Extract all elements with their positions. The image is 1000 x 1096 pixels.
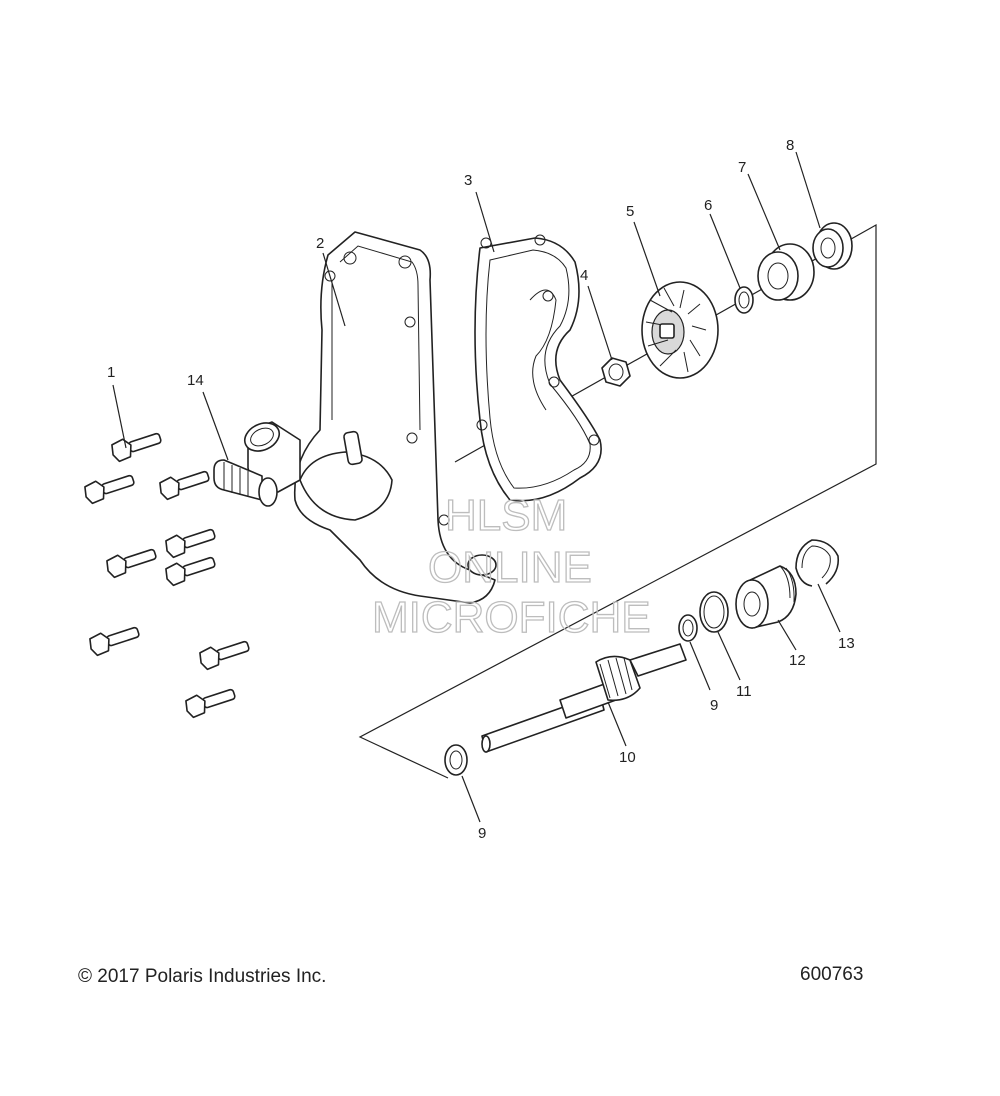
leader-12 [777,619,797,651]
leader-2 [322,252,346,327]
callout-13: 13 [838,635,855,652]
leader-9-upper [689,641,711,691]
washer-part-9-lower [444,744,468,776]
seal-part-8 [812,222,853,270]
leader-11 [717,631,741,681]
callout-12: 12 [789,652,806,669]
leader-4 [587,285,613,361]
shaft-part-10 [481,643,687,753]
watermark: HLSM ONLINE MICROFICHE [371,490,651,642]
nut-part-4 [601,357,631,387]
watermark-line-3: MICROFICHE [372,593,651,642]
bolts-part-1 [84,432,250,719]
hose-fitting-part-14 [213,459,278,507]
leader-9-lower [461,775,481,823]
leader-14 [202,391,229,461]
leader-7 [747,173,781,251]
leader-6 [709,213,741,289]
bushing-part-12 [735,565,797,629]
washer-part-9-upper [678,614,698,642]
callout-5: 5 [626,203,634,220]
leader-13 [817,583,841,633]
callout-10: 10 [619,749,636,766]
callout-14: 14 [187,372,204,389]
callout-8: 8 [786,137,794,154]
watermark-line-1: HLSM [445,491,567,540]
leader-10 [607,701,627,747]
copyright-text: © 2017 Polaris Industries Inc. [78,966,327,987]
seal-part-7 [757,243,815,301]
callout-4: 4 [580,267,588,284]
callout-3: 3 [464,172,472,189]
callout-9-upper: 9 [710,697,718,714]
watermark-line-2: ONLINE [428,543,592,592]
washer-part-6 [734,286,754,314]
leader-5 [633,221,661,297]
callout-11: 11 [736,683,752,700]
callout-7: 7 [738,159,746,176]
impeller-part-5 [641,281,719,379]
callout-2: 2 [316,235,324,252]
callout-6: 6 [704,197,712,214]
drawing-number: 600763 [800,964,864,985]
callout-9-lower: 9 [478,825,486,842]
callout-1: 1 [107,364,115,381]
leader-3 [475,191,495,253]
gasket-part-3 [474,234,602,502]
leader-8 [795,151,821,229]
oring-part-11 [699,591,729,633]
leader-1 [112,384,127,449]
snapring-part-13 [795,539,840,587]
